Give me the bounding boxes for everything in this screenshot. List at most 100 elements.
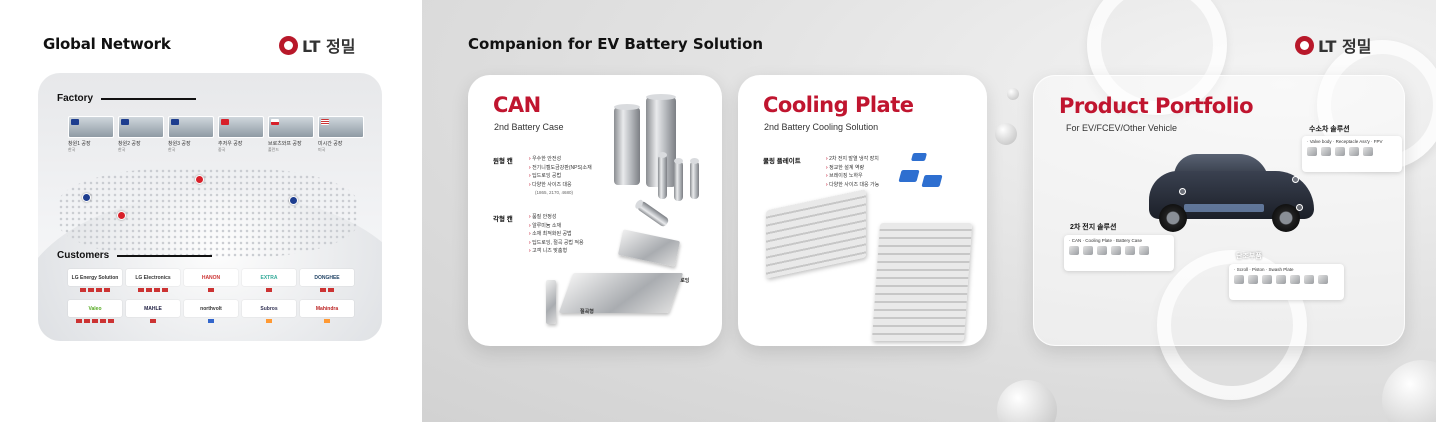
- usa-pin-icon: [289, 196, 298, 205]
- hydrogen-part-images: [1302, 144, 1402, 159]
- factory-item: 미시간 공장 미국: [318, 116, 364, 153]
- factory-country: 중국: [218, 147, 226, 152]
- feature-item: 알루미늄 소재: [529, 222, 584, 231]
- customer-item: LG Electronics: [126, 269, 180, 293]
- prism-can-list: 품질 안정성 알루미늄 소재 소재 최적화된 공법 딥드로잉, 절곡 공법 적용…: [529, 213, 584, 256]
- hydrogen-solution-label: 수소차 솔루션: [1309, 126, 1350, 133]
- feature-item: 품질 안정성: [529, 213, 584, 222]
- feature-item: 우수한 안전성: [529, 155, 592, 164]
- factory-name: 미시간 공장: [318, 141, 343, 147]
- deep-drawn-can-image: [617, 229, 681, 267]
- factory-photo: [318, 116, 364, 138]
- hydrogen-solution-strip: · Valve body · Receptacle Ass'y · FPV: [1302, 136, 1402, 172]
- korea-flag-icon: [171, 119, 179, 125]
- factory-country: 미국: [318, 147, 326, 152]
- factory-photo: [68, 116, 114, 138]
- china-pin-icon: [117, 211, 126, 220]
- portfolio-subtitle: For EV/FCEV/Other Vehicle: [1066, 123, 1178, 133]
- ev-car-image: [1144, 146, 1319, 241]
- forging-part-images: [1229, 272, 1344, 287]
- factory-item: 창원2 공장 한국: [118, 116, 164, 153]
- cylinder-can-image: [636, 200, 670, 228]
- korea-flag-icon: [71, 119, 79, 125]
- bent-can-label: 절곡형: [580, 309, 594, 315]
- car-battery-pack: [1184, 204, 1264, 212]
- customer-logo: LG Electronics: [126, 269, 180, 286]
- prism-can-heading: 각형 캔: [493, 216, 513, 223]
- customer-item: HANON: [184, 269, 238, 293]
- feature-item: 전기니켈도금강판(NPS)소재: [529, 164, 592, 173]
- round-can-heading: 원형 캔: [493, 158, 513, 165]
- customers-section-label: Customers: [57, 250, 213, 261]
- cooling-subtitle: 2nd Battery Cooling Solution: [764, 122, 879, 132]
- prism-can-features: 각형 캔 품질 안정성 알루미늄 소재 소재 최적화된 공법 딥드로잉, 절곡 …: [493, 213, 584, 256]
- feature-item: 딥드로잉 공법: [529, 172, 592, 181]
- customer-item: LG Energy Solution: [68, 269, 122, 293]
- poland-flag-icon: [271, 119, 279, 125]
- factory-name: 창원3 공장: [168, 141, 191, 147]
- factory-section-label: Factory: [57, 93, 197, 104]
- customer-flags: [300, 288, 354, 293]
- poland-pin-icon: [195, 175, 204, 184]
- feature-item: 딥드로잉, 절곡 공법 적용: [529, 239, 584, 248]
- decor-sphere: [1007, 88, 1019, 100]
- factory-item: 추저우 공장 중국: [218, 116, 264, 153]
- brand-logo: LT 정밀: [279, 33, 355, 57]
- factory-name: 창원2 공장: [118, 141, 141, 147]
- stacked-cooling-plate-image: [871, 223, 973, 341]
- feature-item: 소재 최적화된 공법: [529, 230, 584, 239]
- brand-logo-text: LT 정밀: [1318, 37, 1372, 56]
- customer-logo: Subros: [242, 300, 296, 317]
- customer-flags: [242, 288, 296, 293]
- feature-item: 브레이징 노하우: [826, 172, 879, 181]
- hydrogen-items-text: · Valve body · Receptacle Ass'y · FPV: [1307, 139, 1383, 144]
- blue-cooling-module-image: [898, 170, 920, 182]
- cylinder-can-image: [674, 158, 683, 201]
- companion-title: Companion for EV Battery Solution: [468, 35, 764, 53]
- customer-logo-grid: LG Energy Solution LG Electronics HANON …: [68, 269, 354, 324]
- customer-flags: [184, 288, 238, 293]
- factory-name: 추저우 공장: [218, 141, 243, 147]
- factory-country: 한국: [168, 147, 176, 152]
- factory-country: 폴란드: [268, 147, 280, 152]
- cooling-plate-image: [766, 189, 866, 279]
- korea-flag-icon: [121, 119, 129, 125]
- customer-item: northvolt: [184, 300, 238, 324]
- customer-logo: Valeo: [68, 300, 122, 317]
- hotspot-marker-icon: [1292, 176, 1299, 183]
- cooling-features: 쿨링 플레이트 2차 전지 발열 냉각 장치 정교한 설계 역량 브레이징 노하…: [763, 155, 879, 189]
- battery-part-images: [1064, 243, 1174, 258]
- factory-item: 창원3 공장 한국: [168, 116, 214, 153]
- round-can-list: 우수한 안전성 전기니켈도금강판(NPS)소재 딥드로잉 공법 다양한 사이즈 …: [529, 155, 592, 198]
- feature-item: 다양한 사이즈 대응 가능: [826, 181, 879, 190]
- factory-photo: [118, 116, 164, 138]
- customer-item: DONGHEE: [300, 269, 354, 293]
- can-subtitle: 2nd Battery Case: [494, 122, 564, 132]
- customer-item: MAHLE: [126, 300, 180, 324]
- product-portfolio-card: Product Portfolio For EV/FCEV/Other Vehi…: [1033, 75, 1405, 346]
- brand-logo: LT 정밀: [1295, 33, 1371, 57]
- customer-logo: EXTRA: [242, 269, 296, 286]
- decor-sphere: [997, 380, 1057, 422]
- factory-name: 창원1 공장: [68, 141, 91, 147]
- factory-country: 한국: [68, 147, 76, 152]
- brand-logo-text: LT 정밀: [302, 37, 356, 56]
- korea-pin-icon: [82, 193, 91, 202]
- cooling-title: Cooling Plate: [763, 93, 914, 117]
- customer-flags: [242, 319, 296, 324]
- blue-cooling-module-image: [921, 175, 943, 187]
- china-flag-icon: [221, 119, 229, 125]
- customer-logo: HANON: [184, 269, 238, 286]
- customer-item: Valeo: [68, 300, 122, 324]
- car-wheel: [1159, 204, 1187, 232]
- cooling-plate-card: Cooling Plate 2nd Battery Cooling Soluti…: [738, 75, 987, 346]
- battery-solution-strip: · CAN · Cooling Plate · Battery Case: [1064, 235, 1174, 271]
- portfolio-title: Product Portfolio: [1059, 94, 1254, 118]
- decor-sphere: [995, 123, 1017, 145]
- customer-flags: [184, 319, 238, 324]
- network-map-card: Factory 창원1 공장 한국 창원2 공장 한국 창원3 공장 한국 추저…: [38, 73, 382, 341]
- customer-logo: MAHLE: [126, 300, 180, 317]
- factory-divider: [101, 97, 197, 100]
- feature-item: 2차 전지 발열 냉각 장치: [826, 155, 879, 164]
- car-wheel: [1272, 204, 1300, 232]
